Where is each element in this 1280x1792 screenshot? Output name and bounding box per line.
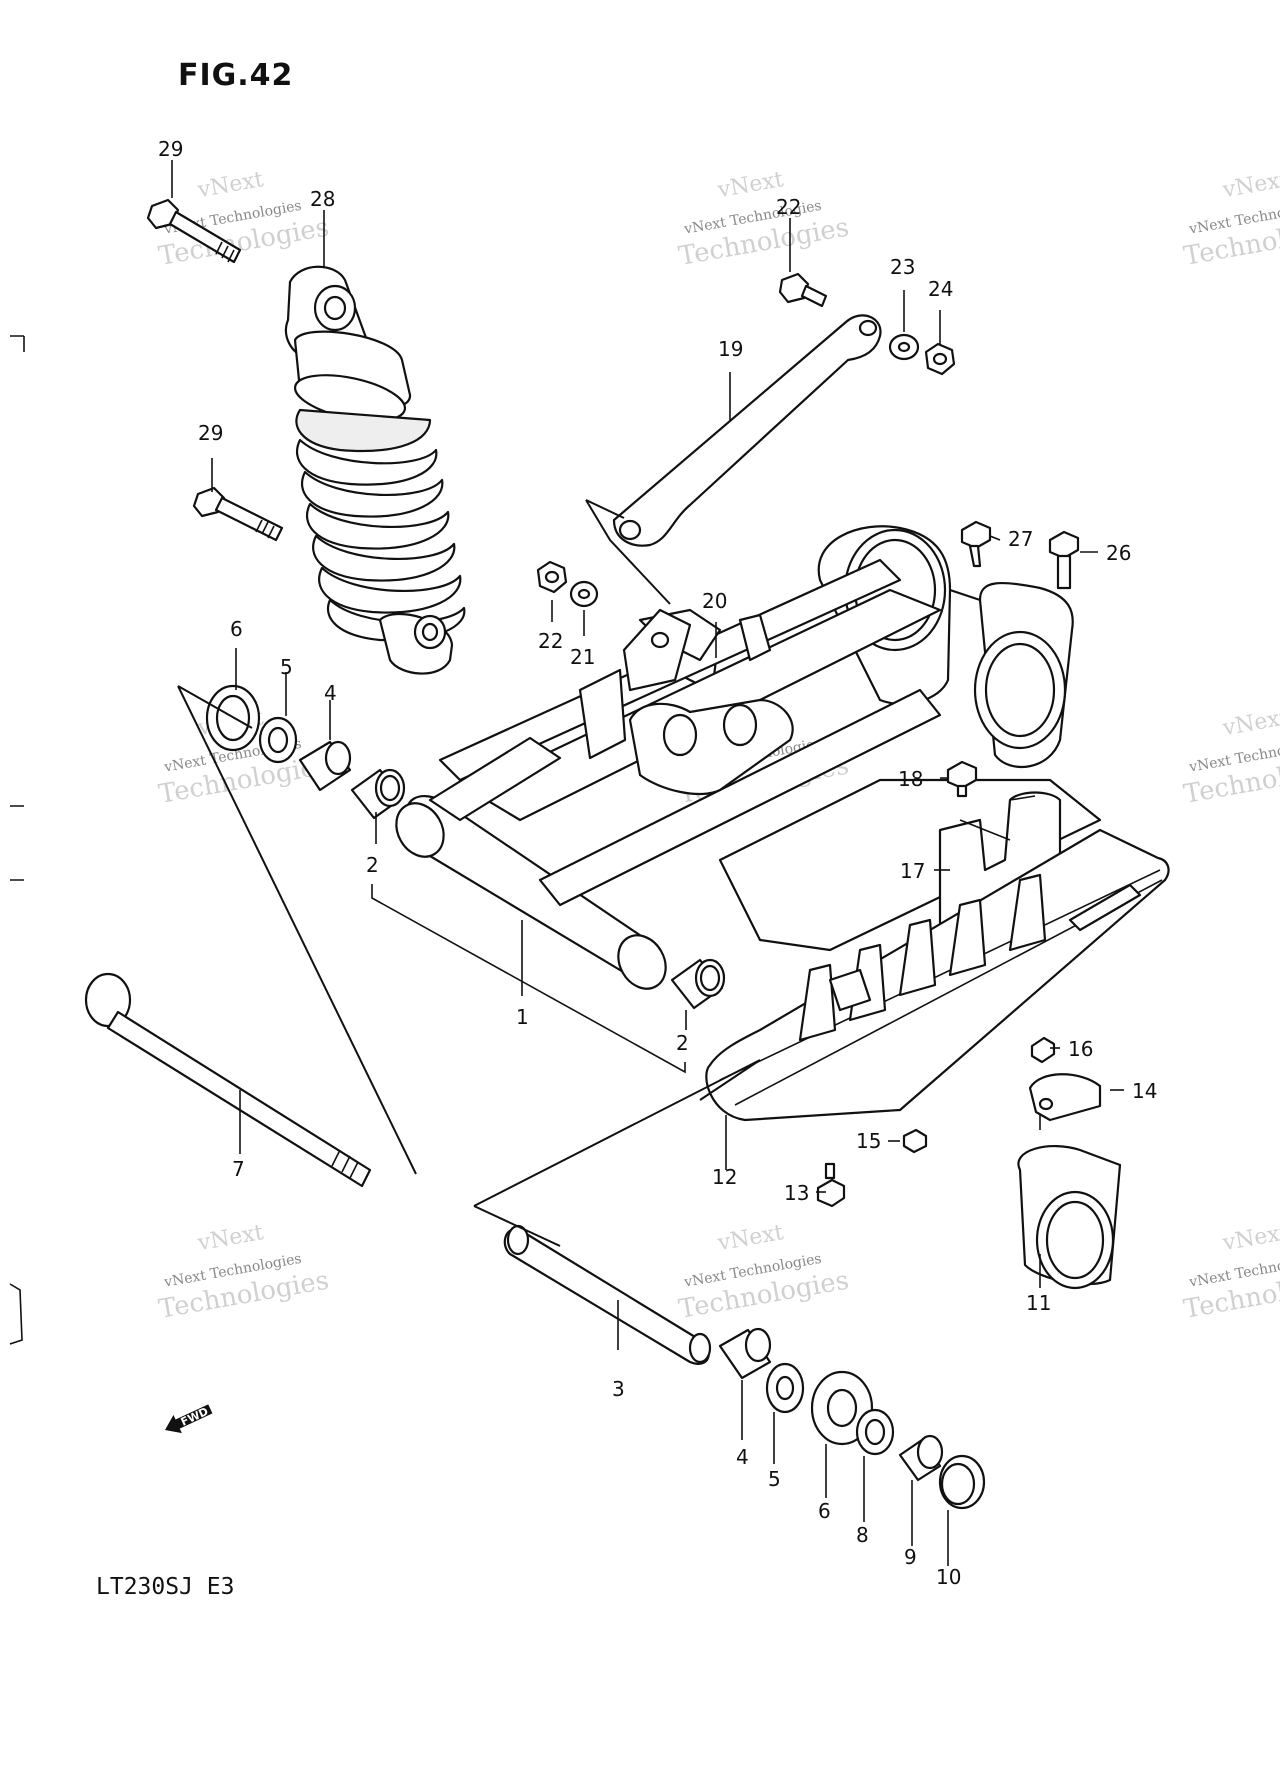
callout-8: 8 bbox=[856, 1523, 869, 1547]
part-26-bolt bbox=[1048, 530, 1080, 590]
part-4-spacer bbox=[298, 740, 352, 792]
part-19-torque-link bbox=[612, 314, 882, 547]
part-2-bearing-upper bbox=[350, 768, 406, 820]
callout-12: 12 bbox=[712, 1165, 737, 1189]
callout-11: 11 bbox=[1026, 1291, 1051, 1315]
callout-20: 20 bbox=[702, 589, 727, 613]
callout-7: 7 bbox=[232, 1157, 245, 1181]
watermark: vNext vNext Technologies Technologies bbox=[157, 1220, 332, 1325]
part-5-washer-lower bbox=[765, 1362, 805, 1414]
callout-19: 19 bbox=[718, 337, 743, 361]
part-28-shock-absorber bbox=[284, 265, 466, 675]
part-29-bolt-lower bbox=[192, 486, 284, 542]
part-2-bearing-lower bbox=[670, 958, 726, 1010]
svg-text:vNext: vNext bbox=[1220, 1220, 1280, 1256]
callout-9: 9 bbox=[904, 1545, 917, 1569]
part-11-drum-seal bbox=[1017, 1145, 1122, 1290]
svg-text:vNext: vNext bbox=[195, 1220, 265, 1256]
part-22-nut bbox=[536, 560, 568, 594]
part-12-chain-guard bbox=[705, 828, 1170, 1122]
svg-text:vNext: vNext bbox=[715, 167, 785, 203]
callout-2-lower: 2 bbox=[676, 1031, 689, 1055]
watermark: vNext vNext Technologies Technologies bbox=[1182, 1220, 1280, 1325]
watermark: vNext vNext Technologies Technologies bbox=[677, 167, 852, 272]
watermark: vNext vNext Technologies Technologies bbox=[1182, 705, 1280, 810]
callout-29-lower: 29 bbox=[198, 421, 223, 445]
forward-arrow-icon: FWD bbox=[165, 1404, 213, 1434]
watermark: vNext vNext Technologies Technologies bbox=[1182, 167, 1280, 272]
callout-26: 26 bbox=[1106, 541, 1131, 565]
callout-1: 1 bbox=[516, 1005, 529, 1029]
callout-16: 16 bbox=[1068, 1037, 1093, 1061]
callout-5-lower: 5 bbox=[768, 1467, 781, 1491]
part-4-spacer-lower bbox=[718, 1327, 772, 1380]
callout-21: 21 bbox=[570, 645, 595, 669]
callout-18: 18 bbox=[898, 767, 923, 791]
callout-3: 3 bbox=[612, 1377, 625, 1401]
leader-lines bbox=[9, 160, 1124, 1566]
svg-text:vNext: vNext bbox=[1220, 705, 1280, 741]
callout-14: 14 bbox=[1132, 1079, 1157, 1103]
part-1-swingarm bbox=[395, 525, 1102, 990]
part-13-bolt bbox=[816, 1162, 846, 1208]
part-16-nut bbox=[1030, 1036, 1056, 1064]
callout-6-lower: 6 bbox=[818, 1499, 831, 1523]
part-15-screw bbox=[902, 1128, 928, 1154]
svg-text:FWD: FWD bbox=[179, 1405, 211, 1429]
callout-2-upper: 2 bbox=[366, 853, 379, 877]
part-23-bolt bbox=[778, 272, 828, 308]
part-24-washer bbox=[888, 333, 920, 361]
callout-4-lower: 4 bbox=[736, 1445, 749, 1469]
callout-5-upper: 5 bbox=[280, 655, 293, 679]
callout-25: 24 bbox=[928, 277, 953, 301]
part-25-nut bbox=[924, 342, 956, 376]
svg-text:vNext: vNext bbox=[195, 167, 265, 203]
callout-4-upper: 4 bbox=[324, 681, 337, 705]
part-14-clamp bbox=[1028, 1073, 1102, 1122]
figure-title: FIG.42 bbox=[178, 58, 294, 93]
part-29-bolt-upper bbox=[146, 198, 242, 264]
callout-labels: 29 28 29 22 23 24 19 27 26 22 21 20 18 1… bbox=[158, 137, 1157, 1589]
callout-17: 17 bbox=[900, 859, 925, 883]
callout-23: 22 bbox=[776, 195, 801, 219]
model-code: LT230SJ E3 bbox=[96, 1574, 235, 1600]
callout-6-upper: 6 bbox=[230, 617, 243, 641]
callout-24: 23 bbox=[890, 255, 915, 279]
part-10-cap bbox=[938, 1454, 986, 1510]
part-21-washer bbox=[569, 580, 599, 608]
callout-22: 22 bbox=[538, 629, 563, 653]
callout-10: 10 bbox=[936, 1565, 961, 1589]
part-8-washer bbox=[855, 1408, 895, 1456]
svg-text:vNext: vNext bbox=[1220, 167, 1280, 203]
part-18-bolt bbox=[946, 760, 978, 798]
part-7-pivot-shaft bbox=[84, 972, 372, 1188]
callout-13: 13 bbox=[784, 1181, 809, 1205]
part-5-washer bbox=[258, 716, 298, 764]
callout-27: 27 bbox=[1008, 527, 1033, 551]
svg-text:vNext: vNext bbox=[715, 1220, 785, 1256]
callout-28: 28 bbox=[310, 187, 335, 211]
part-27-bolt bbox=[960, 520, 992, 568]
callout-29-upper: 29 bbox=[158, 137, 183, 161]
part-9-bearing bbox=[898, 1434, 944, 1482]
callout-15: 15 bbox=[856, 1129, 881, 1153]
watermark: vNext vNext Technologies Technologies bbox=[677, 1220, 852, 1325]
